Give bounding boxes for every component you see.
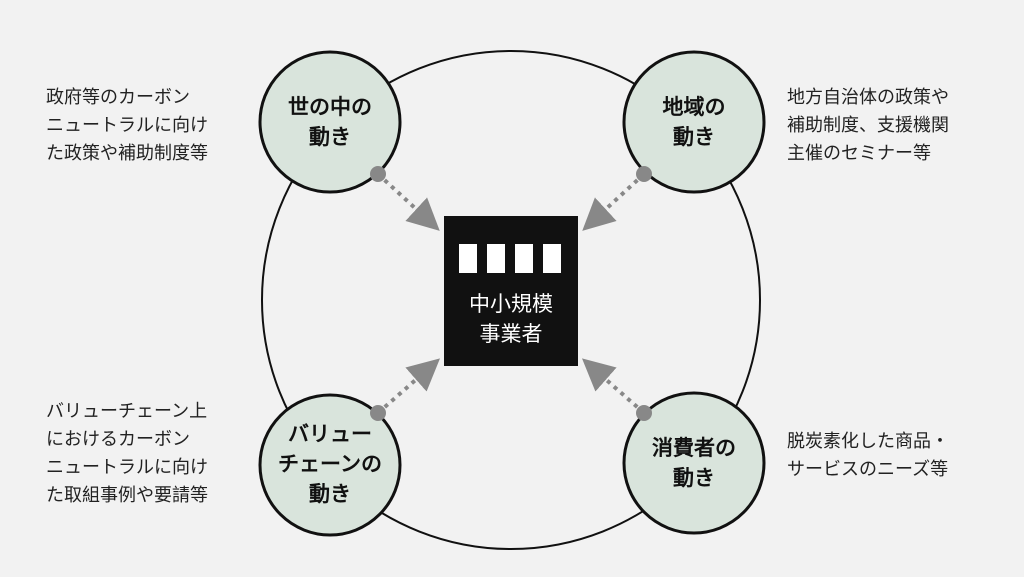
node-consumer-label-line-2: 動き — [673, 466, 715, 490]
description-value-chain: バリューチェーン上 におけるカーボン ニュートラルに向け た取組事例や要請等 — [46, 398, 208, 510]
node-region: 地域の 動き — [622, 50, 766, 194]
node-region-circle — [622, 50, 766, 194]
connector-dot-consumer — [636, 405, 652, 421]
description-region-line: 補助制度、支援機関 — [787, 115, 949, 136]
node-consumer-circle — [622, 391, 766, 535]
node-society-label-line-2: 動き — [309, 125, 351, 149]
node-value-chain-label-line-2: チェーンの — [278, 452, 382, 476]
node-consumer-label-line-1: 消費者の — [652, 436, 736, 460]
connector-dot-region — [636, 166, 652, 182]
center-box: 中小規模 事業者 — [444, 216, 578, 366]
description-value-chain-line: バリューチェーン上 — [46, 401, 208, 422]
description-region-line: 主催のセミナー等 — [787, 143, 931, 164]
arrow-society — [376, 172, 440, 231]
description-value-chain-line: におけるカーボン — [46, 429, 190, 450]
description-region-line: 地方自治体の政策や — [787, 87, 949, 108]
outer-ring — [261, 50, 761, 550]
description-value-chain-line: ニュートラルに向け — [46, 457, 208, 478]
description-consumer: 脱炭素化した商品・ サービスのニーズ等 — [787, 428, 949, 484]
node-society: 世の中の 動き — [258, 50, 402, 194]
node-value-chain-label-line-3: 動き — [309, 482, 351, 506]
node-society-circle — [258, 50, 402, 194]
description-value-chain-line: た取組事例や要請等 — [46, 485, 208, 506]
arrow-region — [582, 172, 646, 231]
description-region: 地方自治体の政策や 補助制度、支援機関 主催のセミナー等 — [787, 84, 949, 168]
arrow-value-chain — [376, 358, 441, 415]
center-label-line-1: 中小規模 — [469, 292, 553, 316]
description-society-line: た政策や補助制度等 — [46, 143, 208, 164]
center-label-line-2: 事業者 — [480, 322, 543, 346]
node-value-chain-label-line-1: バリュー — [288, 422, 372, 446]
description-society: 政府等のカーボン ニュートラルに向け た政策や補助制度等 — [46, 84, 208, 168]
node-region-label-line-1: 地域の — [663, 95, 726, 119]
connector-dot-society — [370, 166, 386, 182]
node-value-chain: バリュー チェーンの 動き — [258, 393, 402, 537]
connector-dot-value-chain — [370, 405, 386, 421]
description-society-line: 政府等のカーボン — [46, 87, 190, 108]
center-box-bg — [444, 216, 578, 366]
arrow-consumer — [581, 358, 646, 415]
node-region-label-line-2: 動き — [673, 125, 715, 149]
node-consumer: 消費者の 動き — [622, 391, 766, 535]
description-consumer-line: 脱炭素化した商品・ — [787, 431, 949, 452]
description-society-line: ニュートラルに向け — [46, 115, 208, 136]
node-society-label-line-1: 世の中の — [288, 95, 372, 119]
building-window-icon — [459, 244, 561, 273]
arrows — [376, 172, 646, 415]
description-consumer-line: サービスのニーズ等 — [787, 459, 949, 480]
node-value-chain-circle — [258, 393, 402, 537]
